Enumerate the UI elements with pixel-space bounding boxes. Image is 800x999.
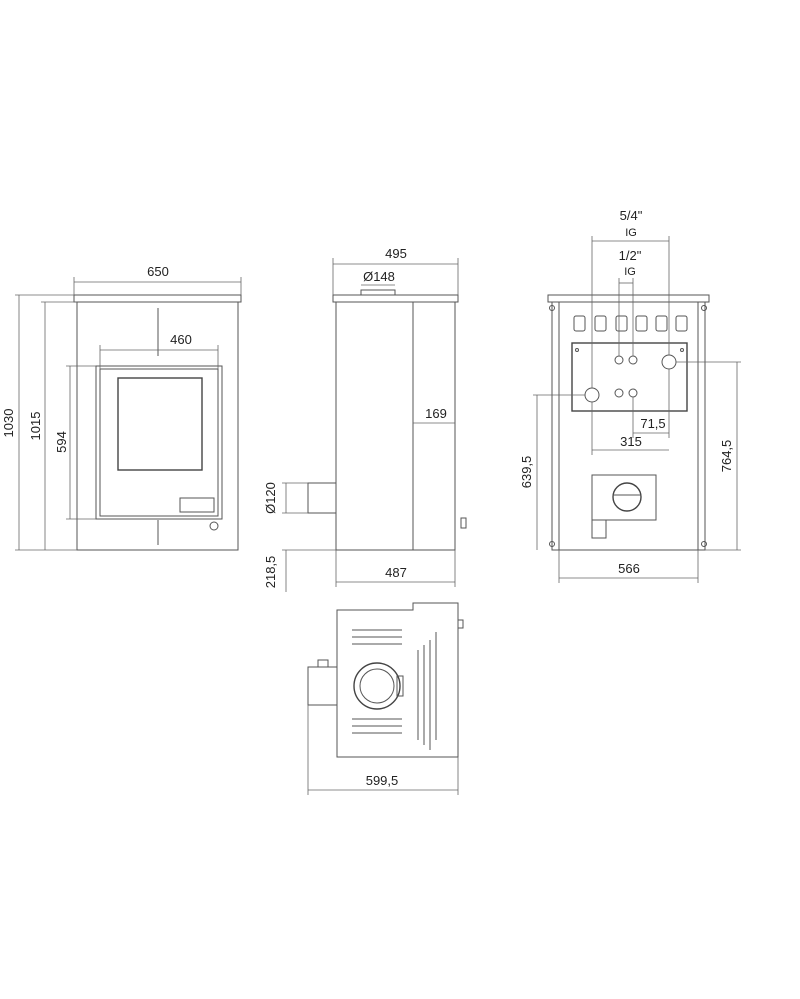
dim-650-label: 650 [147,264,169,279]
top-flue-clip [396,675,404,697]
dim-169-label: 169 [425,406,447,421]
side-body [335,301,456,551]
dim-1030-label: 1030 [1,409,16,438]
dim-315-label: 315 [620,434,642,449]
front-knob [209,521,219,531]
dim-487-label: 487 [385,565,407,580]
dim-12-thread: IG [624,266,636,278]
dim-6395-label: 639,5 [519,456,534,489]
rear-flue-box [591,474,657,521]
rear-foot-bl [549,541,555,547]
dim-2185-label: 218,5 [263,556,278,589]
top-rear-tab [457,619,464,629]
dim-54-label: 5/4" [620,208,643,223]
dim-594-label: 594 [54,431,69,453]
top-outlet-pipe [307,666,338,706]
front-top-plate [73,294,242,303]
rear-foot-tr [701,305,707,311]
rear-pipe-small-3 [614,388,624,398]
side-outlet-pipe [307,482,337,514]
rear-vent-2 [594,315,607,332]
rear-vent-1 [573,315,586,332]
rear-top-plate [547,294,710,303]
rear-vent-4 [635,315,648,332]
side-top-plate [332,294,459,303]
side-view: 495 Ø148 169 Ø120 218,5 487 [263,246,467,592]
dim-715-label: 71,5 [640,416,665,431]
rear-body [551,301,706,551]
side-foot [460,517,467,529]
dim-12-label: 1/2" [619,248,642,263]
front-ash-handle [179,497,215,513]
rear-vent-5 [655,315,668,332]
front-body [76,301,239,551]
dim-7645-label: 764,5 [719,440,734,473]
rear-pipe-small-2 [628,355,638,365]
dim-5995-label: 599,5 [366,773,399,788]
rear-pipe-small-4 [628,388,638,398]
rear-pipe-small-1 [614,355,624,365]
rear-pipe-large-left [584,387,600,403]
front-window [117,377,203,471]
rear-vent-6 [675,315,688,332]
dim-54-thread: IG [625,227,637,239]
rear-view: 5/4" IG 1/2" IG 71,5 315 639,5 764,5 566 [519,208,741,583]
dim-1015-label: 1015 [28,412,43,441]
dim-566-label: 566 [618,561,640,576]
top-outlet-stub [317,659,329,668]
dim-460-label: 460 [170,332,192,347]
rear-foot-tl [549,305,555,311]
rear-flue-lower [591,519,607,539]
side-flue-collar [360,289,396,296]
dim-495-label: 495 [385,246,407,261]
rear-foot-br [701,541,707,547]
rear-bolt-2 [680,348,684,352]
rear-vent-3 [615,315,628,332]
dim-120-label: Ø120 [263,482,278,514]
rear-flue-outlet [612,482,642,512]
rear-bolt-1 [575,348,579,352]
front-view: 650 460 1030 1015 594 [1,264,242,551]
front-door-outer [95,365,223,520]
top-flue-outer [353,662,401,710]
rear-connection-plate [571,342,688,412]
top-outline [336,602,459,758]
dim-148-label: Ø148 [363,269,395,284]
top-flue-inner [359,668,395,704]
rear-pipe-large-right [661,354,677,370]
top-view: 599,5 [307,602,464,795]
front-door-frame [99,368,219,517]
